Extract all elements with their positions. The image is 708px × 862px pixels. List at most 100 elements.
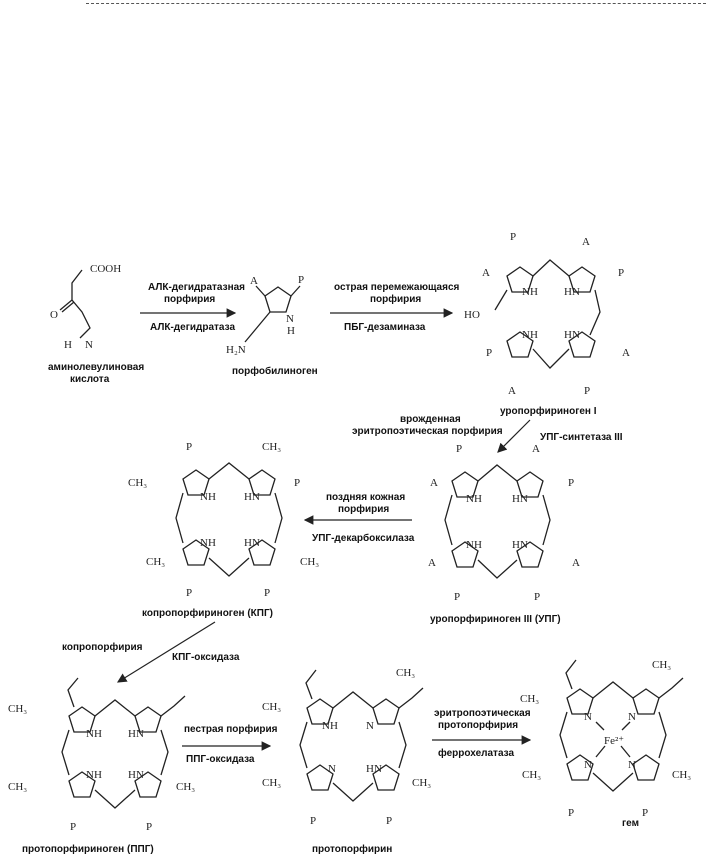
uro3-p-2: P (568, 477, 574, 489)
heme-ch3-1: CH₃ (652, 659, 671, 671)
uro3-hn-1: HN (512, 493, 528, 505)
uro1-ho: HO (464, 309, 480, 321)
uro1-p-bottom: P (584, 385, 590, 397)
protogen-ch3-1: CH₃ (8, 703, 27, 715)
pbg-a: A (250, 275, 258, 287)
heme-p-1: P (568, 807, 574, 819)
step5-disease: копропорфирия (62, 641, 143, 653)
uro1-a-right: A (622, 347, 630, 359)
step2-disease-2: порфирия (370, 293, 421, 305)
step6-enzyme: ППГ-оксидаза (186, 754, 255, 765)
copro-name: копропорфириноген (КПГ) (142, 607, 273, 619)
proto-ch3-1: CH₃ (396, 667, 415, 679)
proto-ch3-3: CH₃ (262, 777, 281, 789)
step3-disease-2: эритропоэтическая порфирия (352, 425, 503, 437)
protogen-nh-1: NH (86, 728, 102, 740)
copro-p-1: P (186, 441, 192, 453)
uro3-a-3: A (428, 557, 436, 569)
pbg-structure: A P N H H₂N порфобилиноген (226, 274, 318, 377)
uro3-a-1: A (532, 443, 540, 455)
pbg-h2n: H₂N (226, 344, 246, 356)
protogen-p-1: P (70, 821, 76, 833)
protogen-hn-2: HN (128, 769, 144, 781)
proto-ch3-2: CH₃ (262, 701, 281, 713)
heme-n-2: N (628, 711, 636, 723)
pbg-name: порфобилиноген (232, 365, 318, 377)
protogen-ch3-3: CH₃ (176, 781, 195, 793)
proto-n-2: N (328, 763, 336, 775)
step7-disease-1: эритропоэтическая (434, 708, 531, 719)
uro3-a-2: A (430, 477, 438, 489)
heme-n-3: N (584, 759, 592, 771)
proto-name: протопорфирин (312, 843, 392, 855)
heme-name: гем (622, 818, 639, 829)
uro3-a-4: A (572, 557, 580, 569)
step3-disease-1: врожденная (400, 414, 461, 425)
protogen-p-2: P (146, 821, 152, 833)
copro-p-2: P (294, 477, 300, 489)
step1-disease-2: порфирия (164, 293, 215, 305)
proto-structure: CH₃ CH₃ NH N N HN CH₃ CH₃ P P протопорфи… (262, 667, 431, 855)
ala-structure: COOH O H N аминолевулиновая кислота (48, 263, 144, 385)
page-top-rule (86, 3, 706, 4)
uro3-structure: P A A P NH HN NH HN A A P P уропорфирино… (428, 443, 580, 625)
heme-ch3-2: CH₃ (520, 693, 539, 705)
proto-nh: NH (322, 720, 338, 732)
ala-nh2-h: H (64, 339, 72, 351)
uro1-hn-4: HN (564, 329, 580, 341)
uro3-nh-1: NH (466, 493, 482, 505)
uro3-p-1: P (456, 443, 462, 455)
proto-n-1: N (366, 720, 374, 732)
step3-enzyme: УПГ-синтетаза III (540, 432, 623, 443)
heme-n-1: N (584, 711, 592, 723)
heme-p-2: P (642, 807, 648, 819)
step4-disease-2: порфирия (338, 503, 389, 515)
protogen-ch3-2: CH₃ (8, 781, 27, 793)
step7-enzyme: феррохелатаза (438, 747, 514, 759)
heme-ch3-4: CH₃ (672, 769, 691, 781)
step6-disease: пестрая порфирия (184, 723, 278, 735)
uro1-nh-3: NH (522, 329, 538, 341)
protogen-structure: CH₃ NH HN NH HN CH₃ CH₃ P P протопорфири… (8, 677, 195, 855)
uro1-p-right: P (618, 267, 624, 279)
step7-disease-2: протопорфирия (438, 719, 518, 731)
copro-p-3: P (186, 587, 192, 599)
proto-ch3-4: CH₃ (412, 777, 431, 789)
proto-p-1: P (310, 815, 316, 827)
copro-ch3-1: CH₃ (262, 441, 281, 453)
step5-enzyme: КПГ-оксидаза (172, 652, 240, 663)
uro1-a-bottom: A (508, 385, 516, 397)
uro1-hn-2: HN (564, 286, 580, 298)
step1-enzyme: АЛК-дегидратаза (150, 322, 235, 333)
step4-disease-1: поздняя кожная (326, 492, 405, 503)
copro-structure: P CH₃ CH₃ P NH HN NH HN CH₃ CH₃ P P копр… (128, 441, 319, 619)
uro3-nh-2: NH (466, 539, 482, 551)
uro1-p-top-left: P (510, 231, 516, 243)
uro1-name: уропорфириноген I (500, 405, 597, 417)
uro1-a-top-right: A (582, 236, 590, 248)
step1-disease-1: АЛК-дегидратазная (148, 282, 245, 293)
ala-name-1: аминолевулиновая (48, 362, 144, 373)
pbg-h: H (287, 325, 295, 337)
copro-hn-1: HN (244, 491, 260, 503)
pbg-p: P (298, 274, 304, 286)
protogen-nh-2: NH (86, 769, 102, 781)
pbg-n: N (286, 313, 294, 325)
step2-disease-1: острая перемежающаяся (334, 282, 460, 293)
copro-ch3-3: CH₃ (146, 556, 165, 568)
uro3-name: уропорфириноген III (УПГ) (430, 613, 561, 625)
heme-n-4: N (628, 759, 636, 771)
proto-hn: HN (366, 763, 382, 775)
heme-structure: CH₃ CH₃ N N Fe²⁺ N N CH₃ CH₃ P P гем (520, 659, 691, 829)
uro1-structure: P A A P NH HN HO NH HN P A A P уропорфир… (464, 231, 630, 417)
copro-ch3-4: CH₃ (300, 556, 319, 568)
copro-nh-1: NH (200, 491, 216, 503)
uro3-hn-2: HN (512, 539, 528, 551)
protogen-hn-1: HN (128, 728, 144, 740)
ala-name-2: кислота (70, 374, 110, 385)
uro3-p-4: P (534, 591, 540, 603)
proto-p-2: P (386, 815, 392, 827)
step3-arrow (497, 419, 531, 453)
step4-enzyme: УПГ-декарбоксилаза (312, 532, 415, 544)
